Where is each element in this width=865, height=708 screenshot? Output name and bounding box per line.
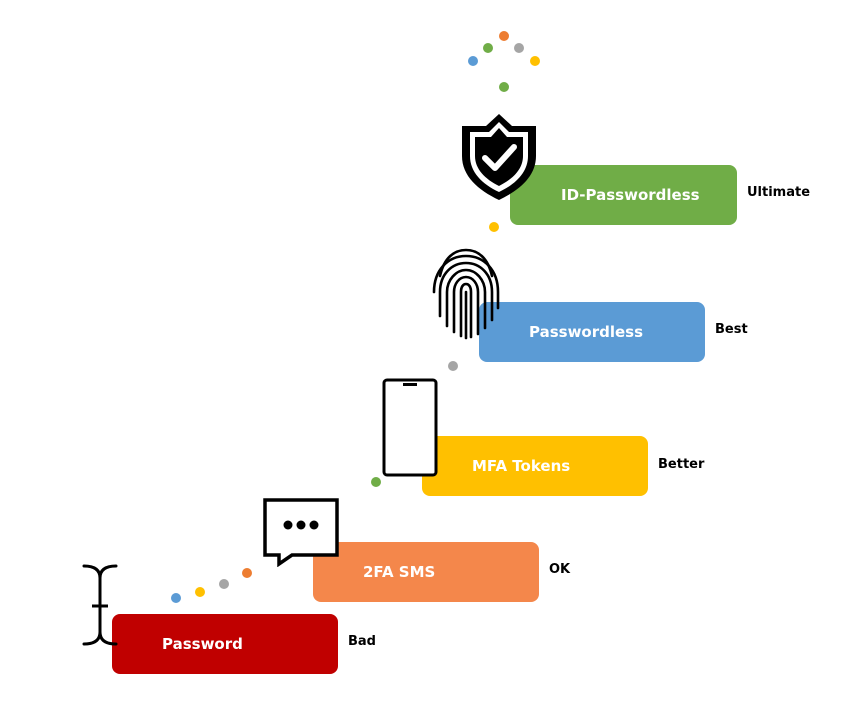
path-dot: [483, 43, 493, 53]
chat-bubble-icon: [263, 498, 339, 567]
path-dot: [499, 31, 509, 41]
smartphone-icon: [382, 378, 438, 477]
step-label-passwordless: Passwordless: [529, 323, 644, 341]
fingerprint-icon: [432, 248, 500, 340]
path-dot: [499, 82, 509, 92]
step-bar-2fa-sms: 2FA SMS: [313, 542, 539, 602]
rating-passwordless: Best: [715, 322, 748, 337]
step-label-2fa-sms: 2FA SMS: [363, 563, 436, 581]
step-bar-passwordless: Passwordless: [479, 302, 705, 362]
path-dot: [219, 579, 229, 589]
path-dot: [530, 56, 540, 66]
path-dot: [468, 56, 478, 66]
text-cursor-icon: [82, 564, 118, 646]
step-bar-mfa-tokens: MFA Tokens: [422, 436, 648, 496]
path-dot: [514, 43, 524, 53]
step-label-mfa-tokens: MFA Tokens: [472, 457, 571, 475]
path-dot: [171, 593, 181, 603]
step-bar-id-passwordless: ID-Passwordless: [510, 165, 737, 225]
shield-check-icon: [462, 114, 536, 200]
rating-id-passwordless: Ultimate: [747, 185, 811, 200]
path-dot: [242, 568, 252, 578]
path-dot: [195, 587, 205, 597]
step-bar-password: Password: [112, 614, 338, 674]
path-dot: [448, 361, 458, 371]
path-dot: [489, 222, 499, 232]
path-dot: [371, 477, 381, 487]
rating-2fa-sms: OK: [549, 562, 571, 577]
step-label-id-passwordless: ID-Passwordless: [561, 186, 700, 204]
rating-mfa-tokens: Better: [658, 457, 705, 472]
rating-password: Bad: [348, 634, 376, 649]
step-label-password: Password: [162, 635, 243, 653]
